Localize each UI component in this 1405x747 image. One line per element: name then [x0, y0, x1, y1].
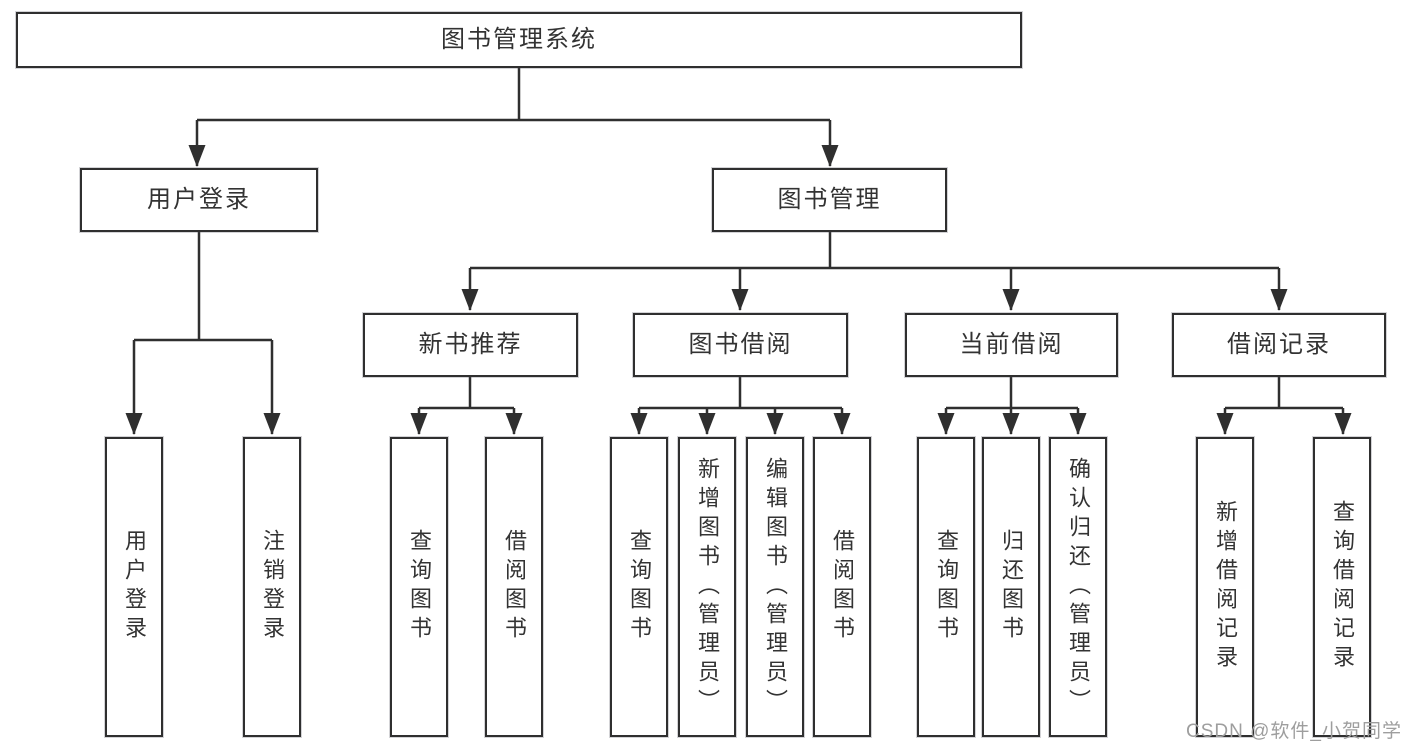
node-leaf-borrow-books-1-label: 借阅图书 [502, 529, 527, 645]
node-leaf-query-books-2-label: 查询图书 [627, 529, 652, 645]
node-new-book-recommend-label: 新书推荐 [418, 331, 523, 358]
node-new-book-recommend: 新书推荐 [363, 313, 578, 377]
node-leaf-add-borrow-record: 新增借阅记录 [1196, 437, 1254, 737]
node-user-login: 用户登录 [80, 168, 318, 232]
node-leaf-add-borrow-record-label: 新增借阅记录 [1213, 500, 1238, 674]
node-book-management: 图书管理 [712, 168, 947, 232]
node-root: 图书管理系统 [16, 12, 1022, 68]
node-leaf-add-books-label: 新增图书（管理员） [695, 456, 720, 718]
node-leaf-user-login-label: 用户登录 [122, 529, 147, 645]
node-leaf-query-books-1: 查询图书 [390, 437, 448, 737]
node-leaf-logout: 注销登录 [243, 437, 301, 737]
node-leaf-query-borrow-record-label: 查询借阅记录 [1330, 500, 1355, 674]
node-leaf-add-books: 新增图书（管理员） [678, 437, 736, 737]
node-current-borrowing: 当前借阅 [905, 313, 1118, 377]
node-borrowing-records-label: 借阅记录 [1227, 331, 1331, 358]
node-leaf-query-books-2: 查询图书 [610, 437, 668, 737]
node-book-borrowing-label: 图书借阅 [688, 331, 793, 358]
node-root-label: 图书管理系统 [441, 26, 597, 53]
node-leaf-borrow-books-1: 借阅图书 [485, 437, 543, 737]
node-leaf-query-books-1-label: 查询图书 [407, 529, 432, 645]
node-leaf-confirm-return: 确认归还（管理员） [1049, 437, 1107, 737]
node-leaf-query-books-3-label: 查询图书 [934, 529, 959, 645]
node-leaf-confirm-return-label: 确认归还（管理员） [1066, 456, 1091, 718]
node-leaf-return-books-label: 归还图书 [999, 529, 1024, 645]
node-leaf-borrow-books-2: 借阅图书 [813, 437, 871, 737]
node-leaf-edit-books: 编辑图书（管理员） [746, 437, 804, 737]
node-leaf-logout-label: 注销登录 [260, 529, 285, 645]
node-leaf-query-borrow-record: 查询借阅记录 [1313, 437, 1371, 737]
node-book-borrowing: 图书借阅 [633, 313, 848, 377]
node-book-management-label: 图书管理 [777, 186, 882, 213]
node-leaf-user-login: 用户登录 [105, 437, 163, 737]
node-current-borrowing-label: 当前借阅 [959, 331, 1064, 358]
node-user-login-label: 用户登录 [147, 186, 251, 213]
node-leaf-edit-books-label: 编辑图书（管理员） [763, 456, 788, 718]
node-leaf-query-books-3: 查询图书 [917, 437, 975, 737]
watermark: CSDN @软件_小贺同学 [1186, 721, 1402, 742]
node-leaf-return-books: 归还图书 [982, 437, 1040, 737]
node-borrowing-records: 借阅记录 [1172, 313, 1386, 377]
node-leaf-borrow-books-2-label: 借阅图书 [830, 529, 855, 645]
